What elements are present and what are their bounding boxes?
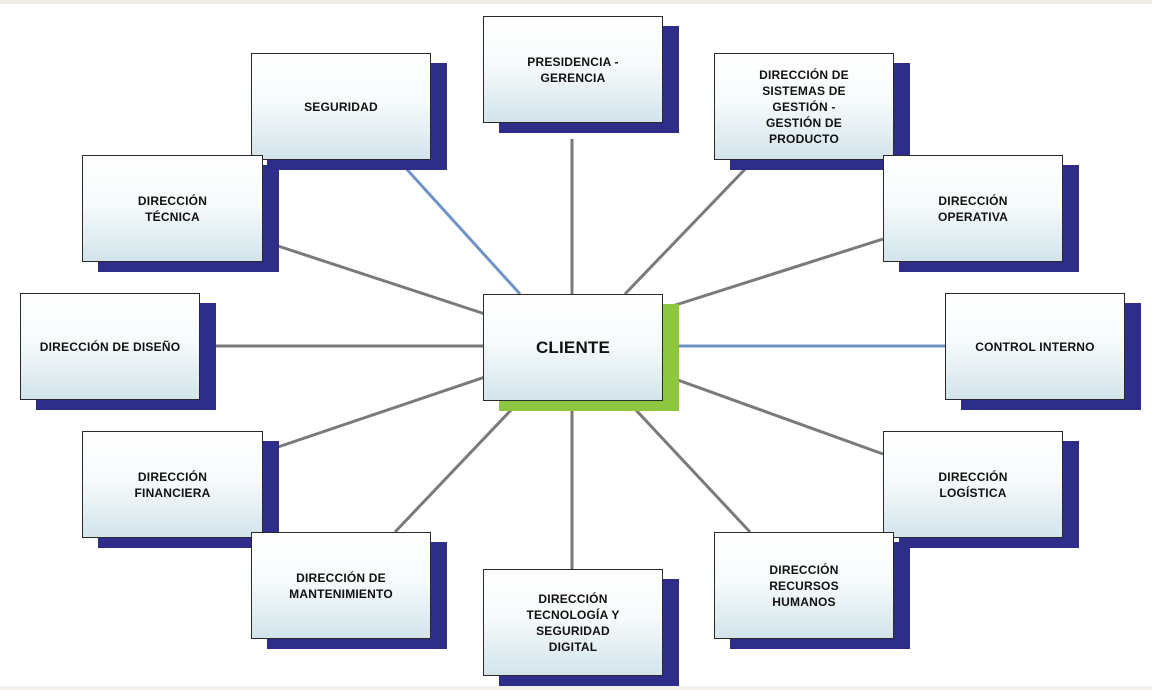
connector-operativa xyxy=(662,237,884,311)
node-label: DIRECCIÓN RECURSOS HUMANOS xyxy=(769,562,839,609)
node-label: DIRECCIÓN FINANCIERA xyxy=(134,469,211,500)
node-rrhh: DIRECCIÓN RECURSOS HUMANOS xyxy=(714,532,894,639)
node-label: DIRECCIÓN DE SISTEMAS DE GESTIÓN - GESTI… xyxy=(759,67,849,146)
node-label: DIRECCIÓN DE DISEÑO xyxy=(39,339,181,354)
connector-tecnica xyxy=(277,244,486,316)
connector-lines xyxy=(215,139,945,569)
connector-seguridad xyxy=(400,162,522,296)
node-label: DIRECCIÓN OPERATIVA xyxy=(937,193,1009,224)
node-tecnologia: DIRECCIÓN TECNOLOGÍA Y SEGURIDAD DIGITAL xyxy=(483,569,663,676)
node-tecnica: DIRECCIÓN TÉCNICA xyxy=(82,155,263,262)
node-seguridad: SEGURIDAD xyxy=(251,53,431,160)
node-label: DIRECCIÓN DE MANTENIMIENTO xyxy=(289,570,393,601)
node-label: DIRECCIÓN TECNOLOGÍA Y SEGURIDAD DIGITAL xyxy=(526,591,620,654)
node-sistemas: DIRECCIÓN DE SISTEMAS DE GESTIÓN - GESTI… xyxy=(714,53,894,160)
node-operativa: DIRECCIÓN OPERATIVA xyxy=(883,155,1063,262)
connector-logistica xyxy=(674,377,884,456)
node-label: DIRECCIÓN LOGÍSTICA xyxy=(938,469,1008,500)
node-cliente: CLIENTE xyxy=(483,294,663,401)
node-financiera: DIRECCIÓN FINANCIERA xyxy=(82,431,263,538)
node-presidencia: PRESIDENCIA - GERENCIA xyxy=(483,16,663,123)
node-diseno: DIRECCIÓN DE DISEÑO xyxy=(20,293,200,400)
node-label: DIRECCIÓN TÉCNICA xyxy=(137,193,208,224)
center-label: CLIENTE xyxy=(535,337,611,357)
node-label: CONTROL INTERNO xyxy=(975,339,1095,354)
connector-rrhh xyxy=(633,407,752,534)
node-control-interno: CONTROL INTERNO xyxy=(945,293,1125,400)
node-label: SEGURIDAD xyxy=(304,99,378,114)
node-mantenimiento: DIRECCIÓN DE MANTENIMIENTO xyxy=(251,532,431,639)
node-logistica: DIRECCIÓN LOGÍSTICA xyxy=(883,431,1063,538)
connector-sistemas xyxy=(623,162,752,296)
connector-mantenimiento xyxy=(393,407,514,534)
node-label: PRESIDENCIA - GERENCIA xyxy=(527,54,619,85)
connector-financiera xyxy=(277,375,486,449)
